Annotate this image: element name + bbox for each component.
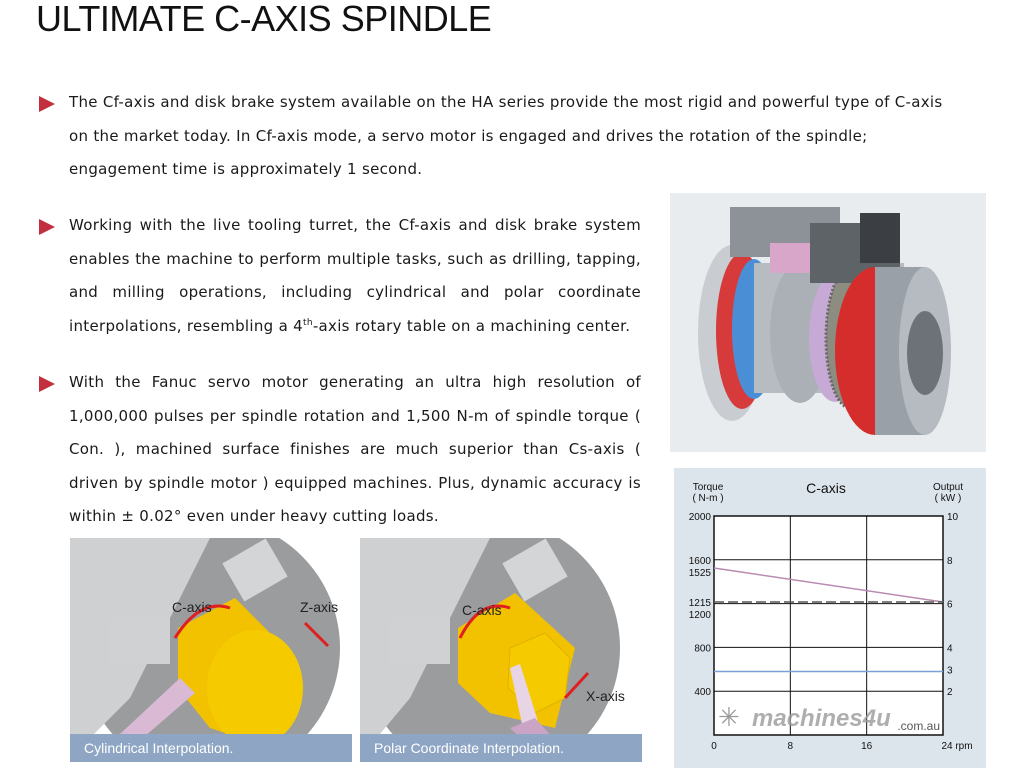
right-axis-label: Output [933,482,963,493]
plot-area [713,515,944,736]
paragraph-text: Working with the live tooling turret, th… [69,216,641,335]
left-tick-label: 1525 [689,568,712,579]
x-tick-label: 16 [861,741,873,752]
left-tick-label: 800 [694,643,711,654]
right-tick-label: 3 [947,665,953,676]
spindle-assembly-image [670,193,986,452]
paragraph-fanuc-servo: With the Fanuc servo motor generating an… [39,366,641,534]
paragraph-text: -axis rotary table on a machining center… [312,316,631,335]
left-tick-label: 1600 [689,556,712,567]
right-axis-unit: ( kW ) [935,493,962,504]
c-axis-label: C-axis [462,602,502,618]
left-tick-label: 400 [694,687,711,698]
right-tick-label: 8 [947,556,953,567]
left-tick-label: 1215 [689,598,712,609]
left-tick-label: 2000 [689,512,712,523]
polar-coordinate-interpolation-illustration: C-axis X-axis Polar Coordinate Interpola… [360,538,642,762]
paragraph-live-tooling: Working with the live tooling turret, th… [39,209,641,343]
left-axis-label: Torque [693,482,724,493]
c-axis-label: C-axis [172,599,212,615]
bullet-icon [39,219,55,235]
watermark-logo: machines4u [752,705,891,732]
bullet-icon [39,376,55,392]
paragraph-cf-axis: The Cf-axis and disk brake system availa… [39,86,949,187]
x-tick-label: 8 [788,741,794,752]
paragraph-text: The Cf-axis and disk brake system availa… [69,93,943,178]
watermark-suffix: .com.au [897,719,940,733]
superscript: th [302,317,313,328]
right-tick-label: 10 [947,512,959,523]
caption: Polar Coordinate Interpolation. [360,734,642,762]
series-torque [713,567,944,603]
right-tick-label: 2 [947,687,953,698]
bullet-icon [39,96,55,112]
x-axis-label: X-axis [586,688,625,704]
x-tick-label: 0 [711,741,717,752]
page-title: ULTIMATE C-AXIS SPINDLE [36,0,492,39]
cylindrical-interpolation-illustration: C-axis Z-axis Cylindrical Interpolation. [70,538,352,762]
left-axis-unit: ( N-m ) [692,493,723,504]
z-axis-label: Z-axis [300,599,339,615]
x-tick-label: 24 rpm [941,741,972,752]
paragraph-text: With the Fanuc servo motor generating an… [69,373,641,525]
chart-title: C-axis [806,480,846,496]
caption: Cylindrical Interpolation. [70,734,352,762]
left-tick-label: 1200 [689,610,712,621]
watermark-asterisk-icon: ✳ [718,703,740,733]
right-tick-label: 4 [947,643,953,654]
right-tick-label: 6 [947,600,953,611]
